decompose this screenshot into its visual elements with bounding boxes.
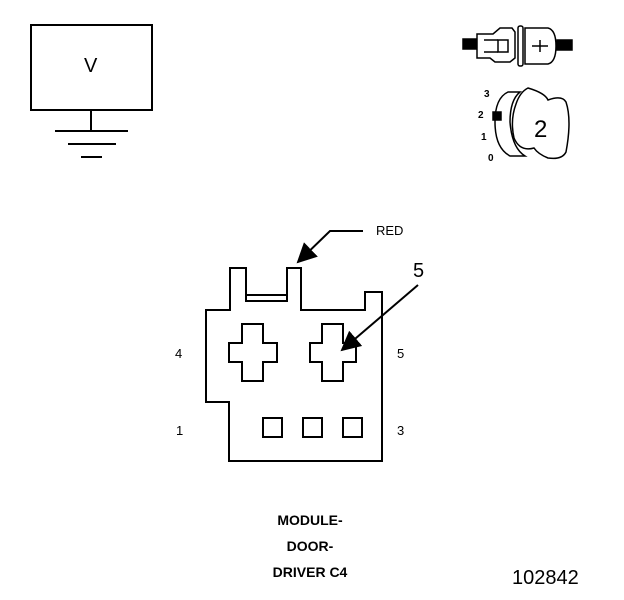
selector-position-2: 2: [478, 110, 484, 121]
wire-color-label: RED: [376, 223, 404, 238]
pin-label-4: 4: [175, 346, 183, 361]
terminal-cavities: [228, 323, 363, 438]
wire-color-leader: [296, 230, 363, 264]
cavity-pin-3: [342, 417, 363, 438]
selector-knob-icon: [492, 87, 570, 160]
leader-lines: [296, 230, 419, 352]
selector-selected-value: 2: [534, 116, 548, 143]
pin-label-3: 3: [397, 423, 405, 438]
selector-position-0: 0: [488, 153, 494, 164]
voltmeter-label: V: [84, 55, 98, 77]
cavity-pin-1: [262, 417, 283, 438]
pin-label-1: 1: [176, 423, 184, 438]
selector-position-1: 1: [481, 132, 487, 143]
selector-position-3: 3: [484, 89, 490, 100]
caption-line-3: DRIVER C4: [272, 564, 348, 580]
test-probe-icon: [462, 25, 573, 67]
connector-face: [205, 267, 383, 462]
pin-label-5: 5: [397, 346, 405, 361]
cavity-pin-5: [309, 323, 357, 382]
cavity-pin-4: [228, 323, 278, 382]
figure-id: 102842: [512, 567, 579, 589]
caption-line-1: MODULE-: [277, 512, 343, 528]
cavity-pin-2: [302, 417, 323, 438]
callout-5-leader: [340, 284, 419, 352]
caption-line-2: DOOR-: [286, 538, 334, 554]
voltmeter-symbol: [30, 24, 153, 158]
callout-number: 5: [413, 260, 425, 282]
